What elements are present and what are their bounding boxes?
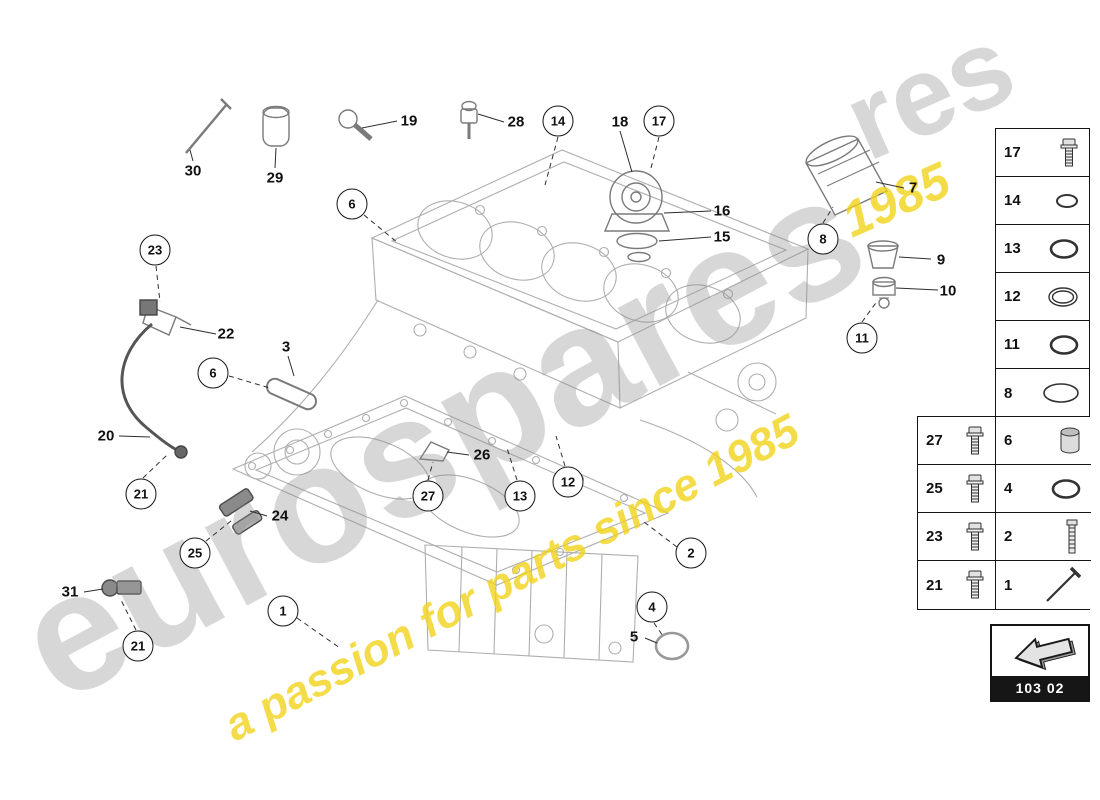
part-label-7[interactable]: 7 — [908, 179, 918, 197]
callout-bubble-8[interactable]: 8 — [807, 223, 839, 255]
oring-icon — [1047, 331, 1081, 359]
part-label-5[interactable]: 5 — [629, 628, 639, 646]
legend-part-number: 11 — [1004, 336, 1020, 353]
oring-large-icon — [1041, 380, 1081, 406]
part-label-24[interactable]: 24 — [271, 507, 289, 525]
legend-item-12[interactable]: 12 — [996, 273, 1089, 321]
bolt-icon — [963, 521, 987, 553]
callout-bubble-17[interactable]: 17 — [643, 105, 675, 137]
part-label-9[interactable]: 9 — [936, 251, 946, 269]
legend-part-number: 4 — [1004, 480, 1013, 497]
callout-bubble-23[interactable]: 23 — [139, 234, 171, 266]
oring-icon — [1047, 235, 1081, 263]
callout-bubble-13[interactable]: 13 — [504, 480, 536, 512]
legend-part-number: 13 — [1004, 240, 1021, 257]
bolt-long-icon — [1061, 518, 1083, 556]
legend-item-23[interactable]: 23 — [918, 513, 996, 561]
legend-item-2[interactable]: 2 — [996, 513, 1091, 561]
oring-double-icon — [1045, 283, 1081, 311]
legend-part-number: 2 — [1004, 528, 1013, 545]
callout-bubble-6[interactable]: 6 — [197, 357, 229, 389]
diagram-code-box[interactable]: 103 02 — [990, 624, 1090, 702]
callout-bubble-11[interactable]: 11 — [846, 322, 878, 354]
callout-bubble-4[interactable]: 4 — [636, 591, 668, 623]
bolt-icon — [963, 569, 987, 601]
legend-item-11[interactable]: 11 — [996, 321, 1089, 369]
part-label-15[interactable]: 15 — [713, 228, 731, 246]
callout-bubble-14[interactable]: 14 — [542, 105, 574, 137]
part-label-16[interactable]: 16 — [713, 202, 731, 220]
part-label-18[interactable]: 18 — [611, 113, 629, 131]
legend-part-number: 17 — [1004, 144, 1021, 161]
part-label-22[interactable]: 22 — [217, 325, 235, 343]
legend-item-27[interactable]: 27 — [918, 417, 996, 465]
legend-item-25[interactable]: 25 — [918, 465, 996, 513]
part-label-10[interactable]: 10 — [939, 282, 957, 300]
callout-bubble-21[interactable]: 21 — [122, 630, 154, 662]
legend-part-number: 12 — [1004, 288, 1021, 305]
legend-item-1[interactable]: 1 — [996, 561, 1091, 609]
diagram-code: 103 02 — [992, 676, 1088, 700]
legend-item-14[interactable]: 14 — [996, 177, 1089, 225]
part-label-28[interactable]: 28 — [507, 113, 525, 131]
legend-part-number: 14 — [1004, 192, 1021, 209]
back-arrow-area[interactable] — [992, 626, 1088, 676]
legend-part-number: 21 — [926, 576, 943, 594]
rod-icon — [1043, 565, 1083, 605]
oring-small-icon — [1053, 190, 1081, 212]
part-label-30[interactable]: 30 — [184, 162, 202, 180]
legend-item-8[interactable]: 8 — [996, 369, 1089, 417]
part-label-3[interactable]: 3 — [281, 338, 291, 356]
bolt-icon — [963, 473, 987, 505]
legend-part-number: 27 — [926, 432, 943, 449]
callout-bubble-21[interactable]: 21 — [125, 478, 157, 510]
part-label-19[interactable]: 19 — [400, 112, 418, 130]
part-label-31[interactable]: 31 — [61, 583, 79, 601]
callout-bubble-1[interactable]: 1 — [267, 595, 299, 627]
legend-item-6[interactable]: 6 — [996, 417, 1091, 465]
legend-part-number: 23 — [926, 528, 943, 545]
callout-bubble-2[interactable]: 2 — [675, 537, 707, 569]
callout-bubble-12[interactable]: 12 — [552, 466, 584, 498]
part-label-29[interactable]: 29 — [266, 169, 284, 187]
bolt-icon — [963, 425, 987, 457]
bushing-icon — [1057, 426, 1083, 456]
part-label-20[interactable]: 20 — [97, 427, 115, 445]
back-arrow-icon — [1014, 637, 1076, 671]
callout-bubble-6[interactable]: 6 — [336, 188, 368, 220]
legend-part-number: 1 — [1004, 576, 1013, 594]
callout-bubble-25[interactable]: 25 — [179, 537, 211, 569]
legend-part-number: 25 — [926, 480, 943, 497]
legend-item-17[interactable]: 17 — [996, 129, 1089, 177]
legend-right-column: 17 14 13 12 11 8 — [995, 128, 1090, 418]
bolt-icon — [1057, 137, 1081, 169]
oring-icon — [1049, 475, 1083, 503]
legend-item-13[interactable]: 13 — [996, 225, 1089, 273]
callout-bubble-27[interactable]: 27 — [412, 480, 444, 512]
legend-item-4[interactable]: 4 — [996, 465, 1091, 513]
legend-part-number: 6 — [1004, 432, 1013, 449]
legend-part-number: 8 — [1004, 384, 1013, 402]
legend-item-21[interactable]: 21 — [918, 561, 996, 609]
part-label-26[interactable]: 26 — [473, 446, 491, 464]
legend-grid: 27 6 25 4 23 2 21 1 — [917, 416, 1091, 610]
